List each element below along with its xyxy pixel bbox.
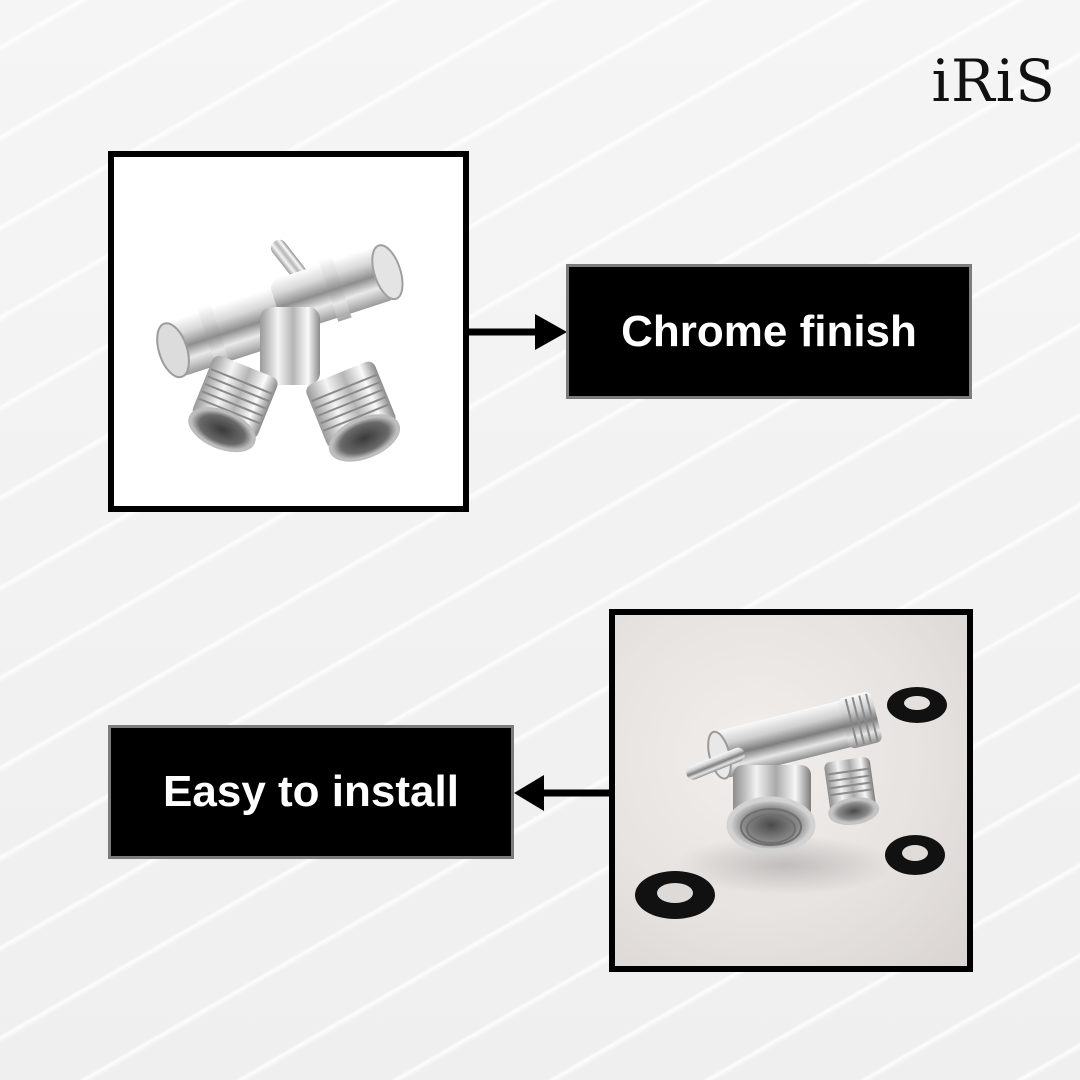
arrow-right-icon — [469, 314, 567, 350]
chrome-diverter-valve-icon — [156, 239, 404, 462]
brand-logo: iRiS — [931, 47, 1056, 115]
feature-image-chrome-finish — [108, 151, 469, 512]
feature-label-chrome-finish: Chrome finish — [566, 264, 972, 399]
washer-top-right — [887, 687, 947, 723]
arrow-left-icon — [514, 775, 610, 811]
diverter-valve-with-washers-icon — [635, 687, 947, 919]
feature-image-easy-to-install — [609, 609, 973, 972]
feature-label-easy-to-install: Easy to install — [108, 725, 514, 859]
